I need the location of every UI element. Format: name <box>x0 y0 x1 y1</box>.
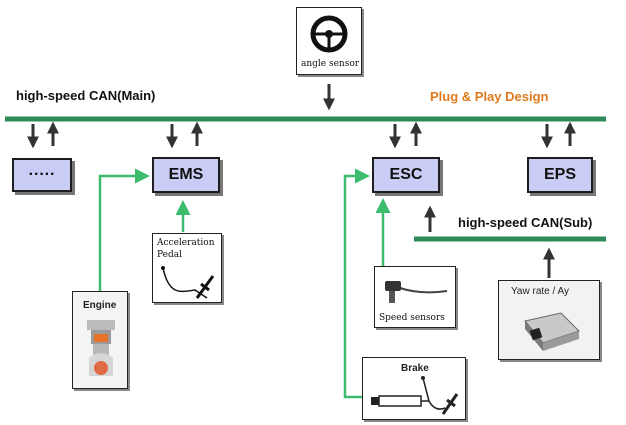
acceleration-pedal-box: Acceleration Pedal <box>152 233 222 303</box>
angle-sensor-box: angle sensor <box>296 7 362 75</box>
engine-box: Engine <box>72 291 128 389</box>
bus-arrows <box>27 84 576 278</box>
ecu-ems: EMS <box>152 157 220 193</box>
yaw-rate-box: Yaw rate / Ay <box>498 280 600 360</box>
speed-sensors-box: Speed sensors <box>374 266 456 328</box>
acceleration-label-line1: Acceleration <box>157 238 215 248</box>
speed-sensors-label: Speed sensors <box>379 313 445 323</box>
sub-bus-label: high-speed CAN(Sub) <box>458 215 593 230</box>
main-bus-label: high-speed CAN(Main) <box>16 88 156 103</box>
angle-sensor-label: angle sensor <box>301 59 360 69</box>
steering-wheel-icon <box>310 15 348 53</box>
yaw-rate-label: Yaw rate / Ay <box>511 286 569 297</box>
pedal-icon <box>161 266 215 299</box>
ecu-eps: EPS <box>527 157 593 193</box>
signal-lines <box>98 168 391 399</box>
speed-sensor-icon <box>385 281 448 303</box>
engine-icon <box>87 320 115 376</box>
brake-label: Brake <box>401 363 429 374</box>
ecu-other: ····· <box>12 158 72 192</box>
ecu-esc: ESC <box>372 157 440 193</box>
brake-box: Brake <box>362 357 466 420</box>
acceleration-label-line2: Pedal <box>157 250 182 260</box>
engine-label: Engine <box>83 300 117 311</box>
brake-icon <box>371 376 459 415</box>
yaw-sensor-icon <box>524 312 580 351</box>
plug-and-play-label: Plug & Play Design <box>430 89 549 104</box>
